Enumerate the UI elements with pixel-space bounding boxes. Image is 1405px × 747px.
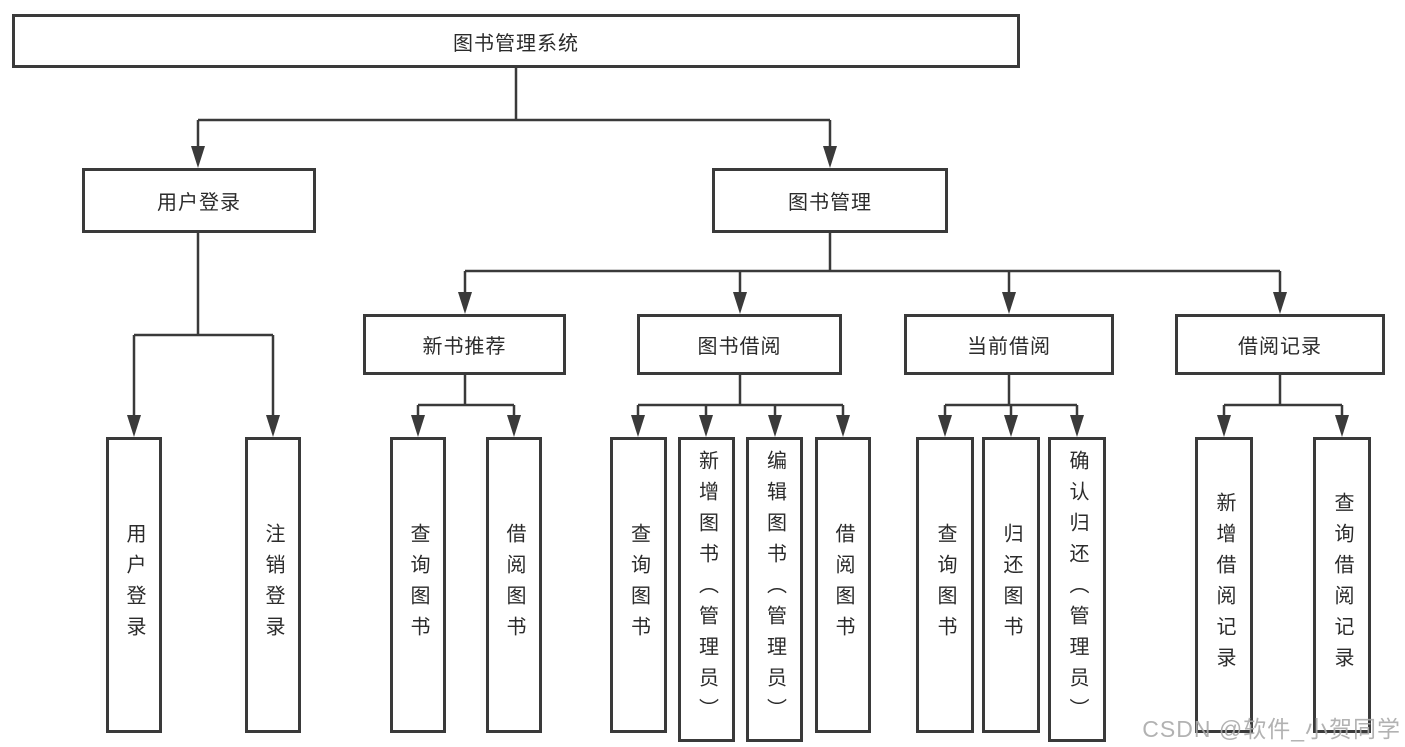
node-borrowing-records: 借阅记录	[1175, 314, 1385, 375]
leaf-query-books-recommend: 查询图书	[390, 437, 446, 733]
leaf-label: 确认归还（管理员）	[1066, 450, 1088, 729]
leaf-label: 查询借阅记录	[1331, 492, 1353, 678]
leaf-confirm-return-admin: 确认归还（管理员）	[1048, 437, 1106, 742]
node-current-borrowing: 当前借阅	[904, 314, 1114, 375]
leaf-label: 查询图书	[627, 523, 650, 647]
leaf-query-borrow-record: 查询借阅记录	[1313, 437, 1371, 733]
node-label: 图书借阅	[697, 336, 782, 358]
leaf-label: 查询图书	[407, 523, 429, 647]
leaf-borrow-books: 借阅图书	[815, 437, 871, 733]
leaf-edit-books-admin: 编辑图书（管理员）	[746, 437, 803, 742]
node-new-book-recommendation: 新书推荐	[363, 314, 566, 375]
leaf-label: 借阅图书	[503, 523, 525, 647]
node-book-management: 图书管理	[712, 168, 948, 233]
leaf-label: 编辑图书（管理员）	[763, 450, 786, 729]
leaf-label: 注销登录	[262, 523, 284, 647]
node-label: 用户登录	[157, 192, 241, 214]
node-label: 新书推荐	[422, 336, 507, 358]
arrowhead-icons	[127, 146, 1349, 437]
leaf-label: 归还图书	[1000, 523, 1022, 647]
node-user-login: 用户登录	[82, 168, 316, 233]
node-label: 图书管理系统	[453, 32, 579, 55]
leaf-user-login: 用户登录	[106, 437, 162, 733]
leaf-label: 借阅图书	[832, 523, 854, 647]
leaf-add-borrow-record: 新增借阅记录	[1195, 437, 1253, 733]
leaf-label: 查询图书	[934, 523, 956, 647]
leaf-query-books-borrow: 查询图书	[610, 437, 667, 733]
node-book-borrowing: 图书借阅	[637, 314, 842, 375]
leaf-add-books-admin: 新增图书（管理员）	[678, 437, 735, 742]
leaf-label: 新增借阅记录	[1213, 492, 1235, 678]
leaf-label: 新增图书（管理员）	[695, 450, 718, 729]
node-label: 当前借阅	[967, 336, 1051, 358]
node-label: 借阅记录	[1238, 336, 1322, 358]
leaf-query-books-current: 查询图书	[916, 437, 974, 733]
leaf-borrow-books-recommend: 借阅图书	[486, 437, 542, 733]
leaf-label: 用户登录	[123, 523, 145, 647]
node-label: 图书管理	[788, 192, 872, 214]
node-library-management-system: 图书管理系统	[12, 14, 1020, 68]
leaf-logout: 注销登录	[245, 437, 301, 733]
leaf-return-books: 归还图书	[982, 437, 1040, 733]
